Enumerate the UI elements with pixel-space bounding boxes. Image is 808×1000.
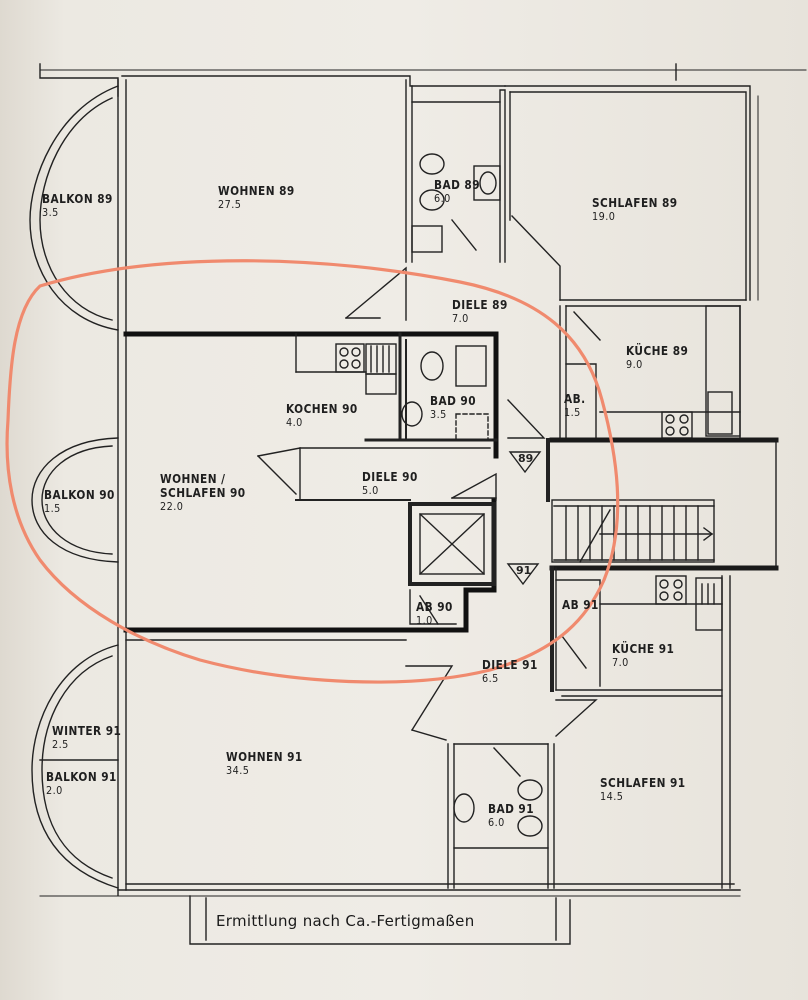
room-label-kueche-89: KÜCHE 89 9.0 — [626, 344, 689, 371]
stair-arrow-head — [703, 527, 714, 541]
balcony-91-outline — [31, 644, 119, 889]
bad-91-sink-1 — [517, 779, 543, 801]
stair-diagonal — [579, 509, 611, 563]
unit-marker-89-triangle — [508, 451, 542, 474]
bad-90-basin — [455, 345, 487, 387]
balcony-89-outline — [29, 85, 119, 331]
room-label-ab-91: AB 91 — [562, 598, 599, 612]
bad-89-walls — [411, 89, 506, 263]
schlafen-89-door — [511, 215, 561, 301]
kueche-91-burner-2 — [673, 579, 683, 589]
room-label-wohnen-schlafen-90: WOHNEN / SCHLAFEN 90 22.0 — [160, 472, 246, 513]
kueche-91-stove — [655, 575, 687, 605]
unit-marker-91-triangle — [506, 563, 540, 586]
kochen-90-sink-ribs — [370, 345, 390, 373]
corridor-door-89 — [507, 399, 546, 439]
ab-90-door — [419, 595, 439, 625]
outer-wall-top-inner — [121, 75, 506, 87]
balcony-89-inner — [39, 97, 113, 321]
kueche-91-sink-ribs — [701, 583, 715, 605]
room-label-bad-90: BAD 90 3.5 — [430, 394, 477, 421]
kochen-90-stove — [335, 343, 365, 373]
room-label-ab-89: AB. 1.5 — [564, 392, 586, 419]
unit-marker-91: 91 — [516, 564, 532, 577]
room-label-wohnen-89: WOHNEN 89 27.5 — [218, 184, 295, 211]
outer-wall-right-top — [504, 85, 751, 301]
unit-90-door — [451, 472, 497, 501]
kueche-89-burner-1 — [665, 414, 675, 424]
kueche-89-counter — [705, 305, 741, 437]
balcony-90-outline — [31, 437, 119, 563]
kochen-90-unit — [365, 373, 397, 395]
room-label-schlafen-91: SCHLAFEN 91 14.5 — [600, 776, 686, 803]
kochen-90-door-swing — [257, 455, 297, 495]
room-label-winter-91: WINTER 91 2.5 — [52, 724, 122, 751]
kueche-89-burner-3 — [665, 426, 675, 436]
bad-91-sink-2 — [517, 815, 543, 837]
ab-90-walls — [409, 589, 457, 625]
bad-91-toilet — [453, 793, 475, 823]
room-label-kochen-90: KOCHEN 90 4.0 — [286, 402, 358, 429]
kueche-91-burner-3 — [659, 591, 669, 601]
kochen-90-door — [257, 447, 301, 501]
diele-89-door — [345, 266, 407, 321]
room-label-diele-89: DIELE 89 7.0 — [452, 298, 508, 325]
kueche-91-burner-1 — [659, 579, 669, 589]
bad-89-door — [451, 219, 477, 251]
diele-91-door-arc — [411, 729, 447, 741]
schlafen-91-door — [555, 699, 598, 737]
lift-cabin — [419, 513, 485, 575]
ab-89-door — [573, 311, 601, 341]
room-label-schlafen-89: SCHLAFEN 89 19.0 — [592, 196, 678, 223]
room-label-ab-90: AB 90 1.0 — [416, 600, 453, 627]
stair-treads — [553, 505, 715, 561]
lift-x2 — [419, 513, 485, 575]
staircase — [551, 499, 715, 563]
balcony-91-inner — [41, 655, 113, 879]
bad-89-sink — [419, 189, 445, 211]
bad-90-sink — [401, 401, 423, 427]
ab-91-walls — [555, 579, 601, 687]
room-label-kueche-91: KÜCHE 91 7.0 — [612, 642, 675, 669]
kochen-90-burner-1 — [339, 347, 349, 357]
schlafen-89-walls — [509, 91, 747, 301]
kochen-90-burner-3 — [339, 359, 349, 369]
balcony-90-inner — [41, 445, 113, 555]
room-label-balkon-89: BALKON 89 3.5 — [42, 192, 113, 219]
room-label-wohnen-91: WOHNEN 91 34.5 — [226, 750, 303, 777]
room-label-bad-91: BAD 91 6.0 — [488, 802, 535, 829]
kueche-89-burner-4 — [679, 426, 689, 436]
kueche-89-burner-2 — [679, 414, 689, 424]
bottom-frame — [189, 895, 571, 945]
outer-right-middle — [745, 439, 777, 569]
room-label-balkon-91: BALKON 91 2.0 — [46, 770, 117, 797]
bad-89-shower — [411, 225, 443, 253]
bad-89-basin — [473, 165, 501, 201]
room-label-bad-89: BAD 89 6.0 — [434, 178, 481, 205]
kueche-91-burner-4 — [673, 591, 683, 601]
bad-91-door — [493, 747, 521, 777]
kochen-90-burner-2 — [351, 347, 361, 357]
plan-caption: Ermittlung nach Ca.-Fertigmaßen — [216, 912, 475, 930]
kochen-90-burner-4 — [351, 359, 361, 369]
room-label-diele-90: DIELE 90 5.0 — [362, 470, 418, 497]
ab-89-closet — [565, 363, 597, 439]
bad-89-toilet — [419, 153, 445, 175]
diele-91-door — [405, 665, 454, 731]
unit-90-highlight — [5, 259, 620, 684]
kueche-89-sink — [707, 391, 733, 435]
bad-90-toilet — [420, 351, 444, 381]
ab-91-door — [561, 635, 587, 669]
room-label-balkon-90: BALKON 90 1.5 — [44, 488, 115, 515]
room-label-diele-91: DIELE 91 6.5 — [482, 658, 538, 685]
lift-shaft — [408, 502, 496, 586]
unit-marker-89: 89 — [518, 452, 534, 465]
bad-89-basin-bowl — [479, 171, 497, 195]
